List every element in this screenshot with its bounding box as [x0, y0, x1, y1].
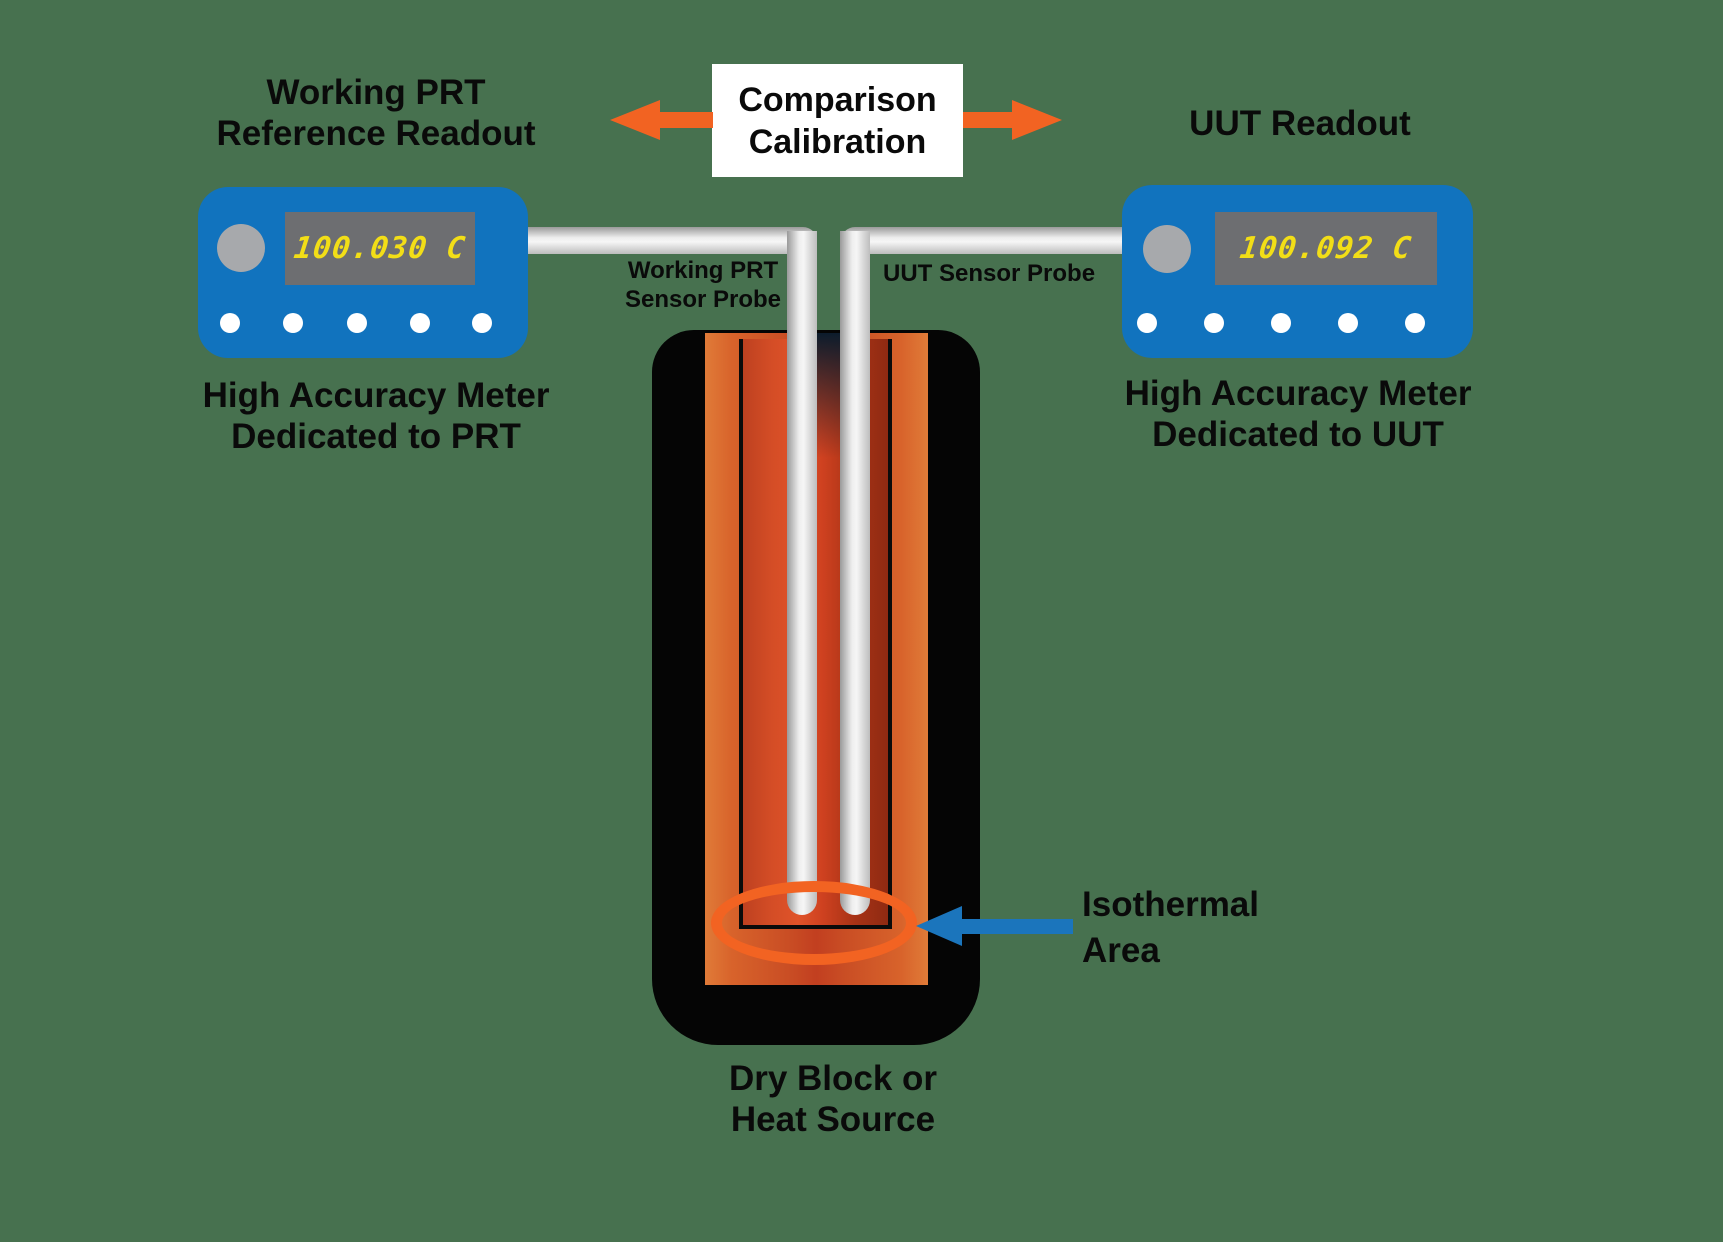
comparison-calibration-line1: Comparison — [738, 80, 937, 119]
meter-button-dot — [220, 313, 240, 333]
uut-meter-caption: High Accuracy Meter Dedicated to UUT — [1068, 373, 1528, 455]
comparison-arrow-right-icon — [1012, 100, 1062, 140]
meter-button-dot — [347, 313, 367, 333]
isothermal-area-label-line2: Area — [1082, 931, 1160, 970]
isothermal-area-label-line1: Isothermal — [1082, 885, 1259, 924]
uut-probe-tube-vertical — [840, 231, 870, 915]
comparison-calibration-line2: Calibration — [748, 122, 927, 161]
working-prt-meter-caption-line2: Dedicated to PRT — [231, 417, 521, 456]
working-prt-probe-tube-vertical — [787, 231, 817, 915]
uut-meter-caption-line1: High Accuracy Meter — [1124, 374, 1472, 413]
uut-meter-value: 100.092 C — [1238, 231, 1414, 266]
meter-knob-icon — [1143, 225, 1191, 273]
uut-probe-tube-horizontal — [841, 227, 1122, 254]
meter-button-dot — [1271, 313, 1291, 333]
working-prt-meter-value: 100.030 C — [292, 231, 468, 266]
comparison-arrow-left-icon — [610, 100, 660, 140]
meter-knob-icon — [217, 224, 265, 272]
working-prt-meter-caption-line1: High Accuracy Meter — [202, 376, 550, 415]
comparison-calibration-box: Comparison Calibration — [712, 64, 963, 177]
meter-button-dot — [1204, 313, 1224, 333]
meter-button-dot — [410, 313, 430, 333]
meter-button-dot — [283, 313, 303, 333]
meter-button-dot — [1137, 313, 1157, 333]
working-prt-probe-label-line1: Working PRT — [627, 257, 779, 284]
meter-button-dot — [1338, 313, 1358, 333]
meter-button-dot — [1405, 313, 1425, 333]
working-prt-probe-label-line2: Sensor Probe — [624, 286, 782, 313]
uut-meter-caption-line2: Dedicated to UUT — [1152, 415, 1444, 454]
working-prt-meter-display: 100.030 C — [285, 212, 475, 285]
working-prt-readout-title: Working PRT Reference Readout — [146, 72, 606, 154]
working-prt-meter-caption: High Accuracy Meter Dedicated to PRT — [146, 375, 606, 457]
working-prt-meter: 100.030 C — [198, 187, 528, 358]
meter-button-dot — [472, 313, 492, 333]
isothermal-arrow-shaft — [961, 919, 1073, 934]
isothermal-area-label: Isothermal Area — [1082, 882, 1382, 974]
working-prt-probe-label: Working PRT Sensor Probe — [573, 256, 833, 314]
working-prt-readout-title-line2: Reference Readout — [216, 114, 536, 153]
dry-block-caption: Dry Block or Heat Source — [633, 1058, 1033, 1140]
comparison-arrow-left-shaft — [660, 112, 713, 128]
dry-block-caption-line1: Dry Block or — [728, 1059, 938, 1098]
dry-block-caption-line2: Heat Source — [730, 1100, 936, 1139]
uut-readout-title: UUT Readout — [1189, 104, 1411, 143]
working-prt-probe-tube-horizontal — [528, 227, 817, 254]
uut-meter-display: 100.092 C — [1215, 212, 1437, 285]
uut-probe-label: UUT Sensor Probe — [883, 260, 1096, 287]
uut-meter: 100.092 C — [1122, 185, 1473, 358]
isothermal-ring-icon — [711, 881, 917, 965]
comparison-arrow-right-shaft — [963, 112, 1013, 128]
working-prt-readout-title-line1: Working PRT — [266, 73, 486, 112]
isothermal-arrow-icon — [916, 906, 962, 946]
